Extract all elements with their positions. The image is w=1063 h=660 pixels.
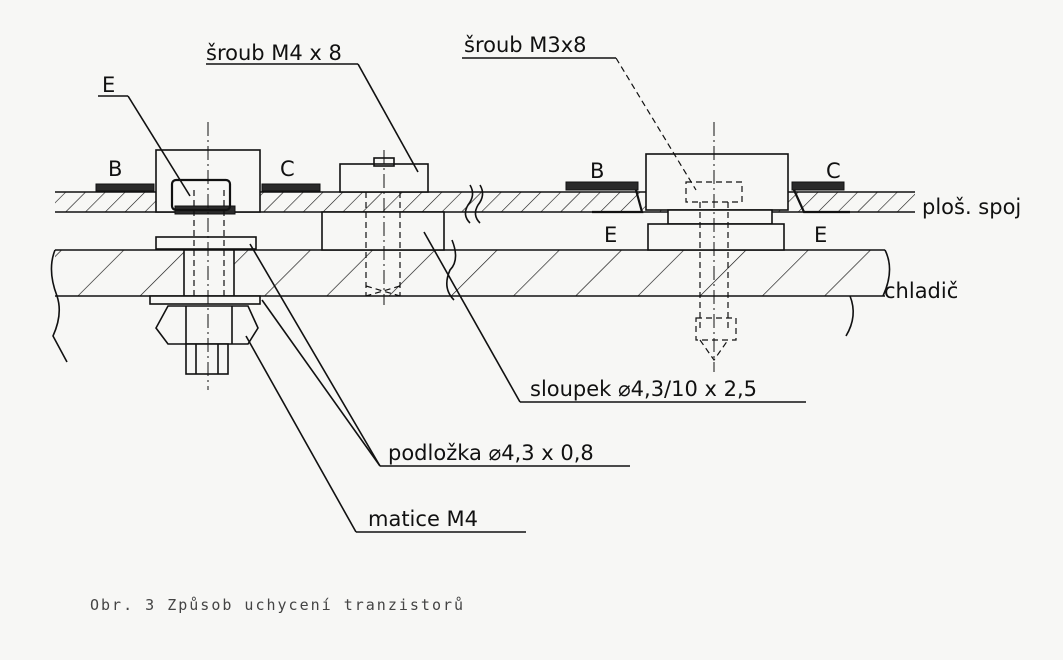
label-b-left: B bbox=[108, 157, 122, 181]
label-e-left: E bbox=[102, 73, 115, 97]
label-standoff: sloupek ⌀4,3/10 x 2,5 bbox=[530, 377, 757, 401]
label-washer: podložka ⌀4,3 x 0,8 bbox=[388, 441, 594, 465]
label-nut: matice M4 bbox=[368, 507, 478, 531]
label-screw-m3: šroub M3x8 bbox=[464, 33, 587, 57]
figure-caption: Obr. 3 Způsob uchycení tranzistorů bbox=[90, 596, 465, 614]
label-e-right-a: E bbox=[604, 223, 617, 247]
label-c-right: C bbox=[826, 159, 841, 183]
standoff-assembly bbox=[321, 150, 445, 305]
right-transistor bbox=[565, 122, 850, 372]
label-screw-m4: šroub M4 x 8 bbox=[206, 41, 342, 65]
label-b-right: B bbox=[590, 159, 604, 183]
label-c-left: C bbox=[280, 157, 295, 181]
label-pcb: ploš. spoj bbox=[922, 195, 1021, 219]
label-heatsink: chladič bbox=[884, 279, 958, 303]
left-transistor bbox=[95, 122, 321, 390]
label-e-right-b: E bbox=[814, 223, 827, 247]
